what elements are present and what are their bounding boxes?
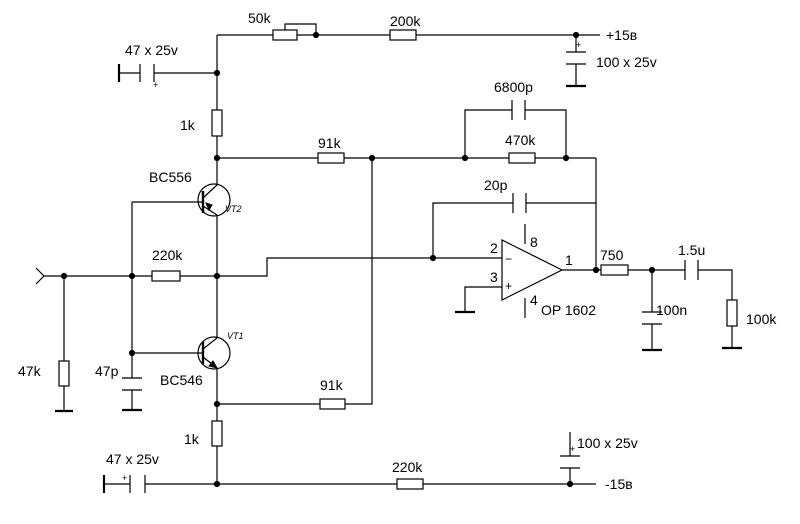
wires (44, 34, 733, 485)
label-c-top-left: 47 x 25v (125, 42, 178, 58)
resistor-100k (726, 299, 738, 327)
svg-text:+: + (576, 40, 581, 50)
label-r-1k-top: 1k (180, 117, 196, 133)
capacitor-47p (122, 377, 142, 391)
label-r-1k-bot: 1k (184, 431, 200, 447)
resistor-1k-top (211, 109, 223, 137)
svg-text:−: − (505, 252, 512, 266)
label-r-50k: 50k (248, 10, 272, 26)
label-r-47k: 47k (18, 363, 42, 379)
capacitor-20p (512, 193, 527, 213)
svg-text:+: + (153, 80, 158, 90)
label-r-91k-bot: 91k (320, 377, 344, 393)
label-pin-1: 1 (565, 252, 573, 268)
junction-dots (60, 31, 656, 488)
ground-symbols (55, 64, 742, 493)
label-r-220k-bot: 220k (392, 459, 423, 475)
label-pin-4: 4 (530, 292, 538, 308)
transistor-vt2 (197, 183, 231, 217)
resistor-91k-top (317, 152, 345, 164)
svg-text:+: + (570, 444, 575, 454)
capacitor-100x25v-top: + (566, 40, 586, 65)
label-pin-3: 3 (490, 269, 498, 285)
label-pin-2: 2 (490, 240, 498, 256)
label-r-100k: 100k (746, 311, 777, 327)
label-r-220k-mid: 220k (152, 247, 183, 263)
opamp-op1602: − + (501, 239, 564, 301)
capacitor-100x25v-bot: + (560, 444, 580, 469)
label-supply-pos: +15в (606, 27, 637, 43)
label-pin-8: 8 (530, 234, 538, 250)
resistor-470k (508, 152, 536, 164)
resistor-1k-bot (211, 420, 223, 447)
label-t-bc546: BC546 (160, 372, 203, 388)
component-labels: 50k 200k +15в 47 x 25v 100 x 25v 6800p 1… (18, 10, 777, 492)
capacitor-47x25v-bot: + (122, 473, 146, 493)
label-c-6800p: 6800p (494, 79, 533, 95)
label-c-100n: 100n (656, 302, 687, 318)
label-c-20p: 20p (484, 177, 508, 193)
label-supply-neg: -15в (605, 476, 633, 492)
label-vt2: VT2 (225, 204, 242, 214)
label-c-47p: 47p (95, 363, 119, 379)
capacitor-6800p (511, 100, 526, 120)
label-opamp: OP 1602 (541, 302, 596, 318)
label-r-470k: 470k (505, 132, 536, 148)
label-c-bot-right: 100 x 25v (577, 435, 638, 451)
capacitor-1-5u (684, 260, 699, 280)
capacitor-100n (642, 311, 662, 325)
label-c-bot-left: 47 x 25v (106, 451, 159, 467)
label-r-200k-top: 200k (390, 13, 421, 29)
resistor-50k (272, 23, 317, 41)
input-terminal-icon (35, 267, 45, 285)
resistor-200k-top (389, 29, 417, 41)
resistor-47k (58, 360, 70, 387)
label-c-top-right: 100 x 25v (596, 54, 657, 70)
resistor-750 (600, 264, 629, 276)
label-r-750: 750 (600, 247, 624, 263)
label-r-91k-top: 91k (318, 135, 342, 151)
resistor-220k-bot (396, 478, 424, 490)
label-t-bc556: BC556 (149, 169, 192, 185)
transistor-vt1 (197, 336, 231, 370)
svg-text:+: + (505, 279, 512, 293)
resistor-220k-mid (151, 270, 181, 282)
resistor-91k-bot (319, 398, 346, 410)
svg-text:+: + (122, 473, 127, 483)
label-vt1: VT1 (227, 331, 244, 341)
capacitor-47x25v-top: + (139, 64, 158, 90)
label-c-1-5u: 1.5u (678, 242, 705, 258)
